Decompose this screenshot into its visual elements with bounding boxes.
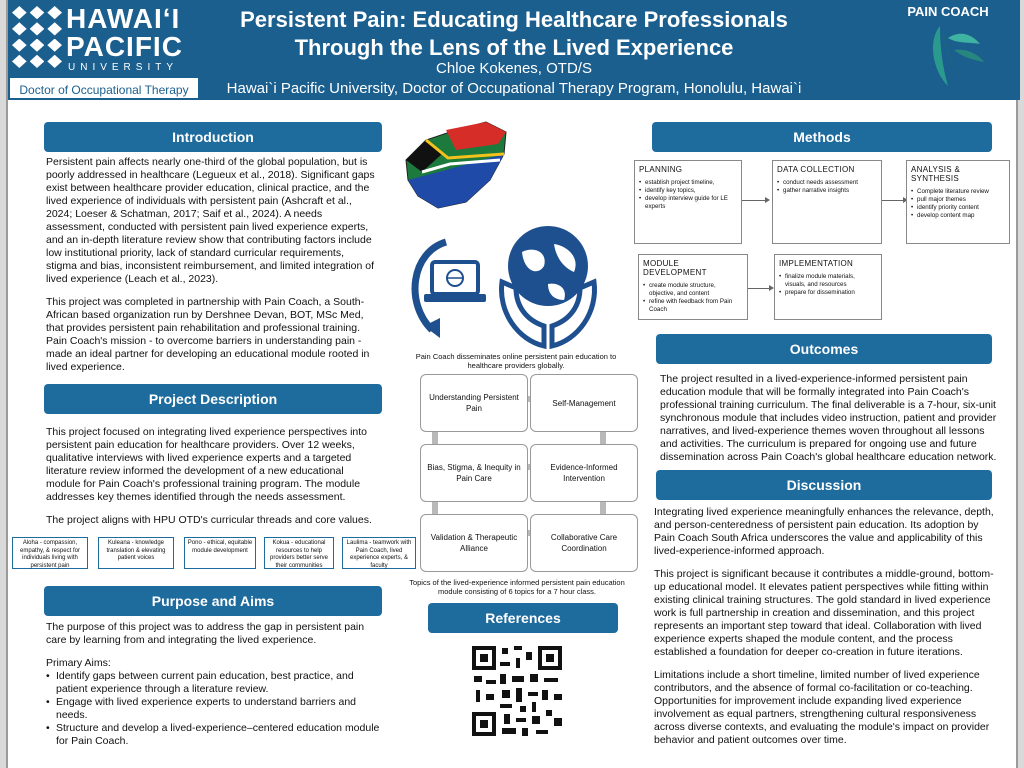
poster-author: Chloe Kokenes, OTD/S [436, 60, 592, 77]
method-box-title: PLANNING [639, 165, 683, 174]
method-box-items: conduct needs assessment gather narrativ… [777, 179, 877, 195]
references-qr-code-icon[interactable] [470, 644, 564, 738]
hpu-logo-mark-icon [12, 6, 62, 68]
method-item: develop content map [911, 212, 1005, 220]
topic-validation: Validation & Therapeutic Alliance [420, 514, 528, 572]
method-item: prepare for dissemination [779, 289, 877, 297]
method-item: pull major themes [911, 196, 1005, 204]
method-item: create module structure, objective, and … [643, 282, 743, 298]
method-item: finalize module materials, visuals, and … [779, 273, 877, 289]
poster: HAWAIʻI PACIFIC UNIVERSITY Doctor of Occ… [6, 0, 1020, 768]
method-box-planning: PLANNING establish project timeline, ide… [634, 160, 742, 244]
method-box-title: MODULE DEVELOPMENT [643, 259, 707, 277]
flow-arrow-icon [748, 285, 774, 291]
topic-self-management: Self-Management [530, 374, 638, 432]
project-description-text: This project focused on integrating live… [46, 426, 376, 537]
topic-understanding-persistent-pain: Understanding Persistent Pain [420, 374, 528, 432]
value-aloha: Aloha - compassion, empathy, & respect f… [12, 537, 88, 569]
logo-line2: PACIFIC [66, 31, 183, 62]
pain-coach-logo: PAIN COACH [888, 0, 1008, 100]
methods-heading: Methods [652, 122, 992, 152]
logo-line3: UNIVERSITY [68, 62, 179, 73]
method-box-title: DATA COLLECTION [777, 165, 855, 174]
discussion-text: Integrating lived experience meaningfull… [654, 506, 1000, 757]
topic-collaborative-care: Collaborative Care Coordination [530, 514, 638, 572]
project-description-p2: The project aligns with HPU OTD's curric… [46, 514, 372, 526]
outcomes-text: The project resulted in a lived-experien… [660, 373, 998, 474]
pain-coach-logo-text: PAIN COACH [907, 4, 989, 19]
global-education-illustration [411, 226, 597, 350]
discussion-heading: Discussion [656, 470, 992, 500]
aims-label: Primary Aims: [46, 657, 111, 669]
aims-list: Identify gaps between current pain educa… [46, 670, 380, 748]
method-box-module-development: MODULE DEVELOPMENT create module structu… [638, 254, 748, 320]
image-caption: Pain Coach disseminates online persisten… [415, 352, 617, 370]
hpu-logo: HAWAIʻI PACIFIC UNIVERSITY Doctor of Occ… [8, 0, 200, 100]
method-box-title: IMPLEMENTATION [779, 259, 854, 268]
value-laulima: Laulima - teamwork with Pain Coach, live… [342, 537, 416, 569]
poster-title: Persistent Pain: Educating Healthcare Pr… [240, 7, 788, 60]
references-heading: References [428, 603, 618, 633]
aim-item: Identify gaps between current pain educa… [46, 670, 380, 696]
topic-bias-stigma: Bias, Stigma, & Inequity in Pain Care [420, 444, 528, 502]
value-kuleana: Kuleana - knowledge translation & elevat… [98, 537, 174, 569]
discussion-p3: Limitations include a short timeline, li… [654, 669, 990, 746]
method-item: establish project timeline, [639, 179, 737, 187]
flow-arrow-icon [882, 197, 908, 203]
value-kokua: Kokua - educational resources to help pr… [264, 537, 334, 569]
value-pono: Pono - ethical, equitable module develop… [184, 537, 256, 569]
method-box-data-collection: DATA COLLECTION conduct needs assessment… [772, 160, 882, 244]
method-box-implementation: IMPLEMENTATION finalize module materials… [774, 254, 882, 320]
method-box-title: ANALYSIS & SYNTHESIS [911, 165, 961, 183]
outcomes-p1: The project resulted in a lived-experien… [660, 373, 997, 463]
purpose-text: The purpose of this project was to addre… [46, 621, 380, 748]
method-item: develop interview guide for LE experts [639, 195, 737, 211]
flow-arrow-icon [742, 197, 770, 203]
logo-program: Doctor of Occupational Therapy [8, 76, 200, 100]
topics-caption: Topics of the lived-experience informed … [409, 578, 625, 596]
aim-item: Structure and develop a lived-experience… [46, 722, 380, 748]
method-box-items: create module structure, objective, and … [643, 282, 743, 314]
south-africa-map-icon [405, 121, 507, 209]
method-item: gather narrative insights [777, 187, 877, 195]
method-item: conduct needs assessment [777, 179, 877, 187]
topic-evidence-informed: Evidence-Informed Intervention [530, 444, 638, 502]
outcomes-heading: Outcomes [656, 334, 992, 364]
discussion-p2: This project is significant because it c… [654, 568, 994, 658]
discussion-p1: Integrating lived experience meaningfull… [654, 506, 994, 557]
introduction-p1: Persistent pain affects nearly one-third… [46, 156, 375, 285]
project-description-p1: This project focused on integrating live… [46, 426, 368, 503]
aim-item: Engage with lived experience experts to … [46, 696, 380, 722]
method-box-items: Complete literature review pull major th… [911, 188, 1005, 220]
poster-header: HAWAIʻI PACIFIC UNIVERSITY Doctor of Occ… [8, 0, 1020, 100]
method-item: identify key topics, [639, 187, 737, 195]
purpose-p1: The purpose of this project was to addre… [46, 621, 365, 646]
poster-affiliation: Hawai`i Pacific University, Doctor of Oc… [226, 80, 802, 97]
hummingbird-icon [933, 26, 984, 86]
method-item: refine with feedback from Pain Coach [643, 298, 743, 314]
introduction-p2: This project was completed in partnershi… [46, 296, 370, 373]
introduction-text: Persistent pain affects nearly one-third… [46, 156, 376, 384]
method-box-items: finalize module materials, visuals, and … [779, 273, 877, 297]
method-box-analysis: ANALYSIS & SYNTHESIS Complete literature… [906, 160, 1010, 244]
project-description-heading: Project Description [44, 384, 382, 414]
logo-line1: HAWAIʻI [66, 3, 181, 34]
method-item: identify priority content [911, 204, 1005, 212]
purpose-heading: Purpose and Aims [44, 586, 382, 616]
method-item: Complete literature review [911, 188, 1005, 196]
introduction-heading: Introduction [44, 122, 382, 152]
method-box-items: establish project timeline, identify key… [639, 179, 737, 211]
